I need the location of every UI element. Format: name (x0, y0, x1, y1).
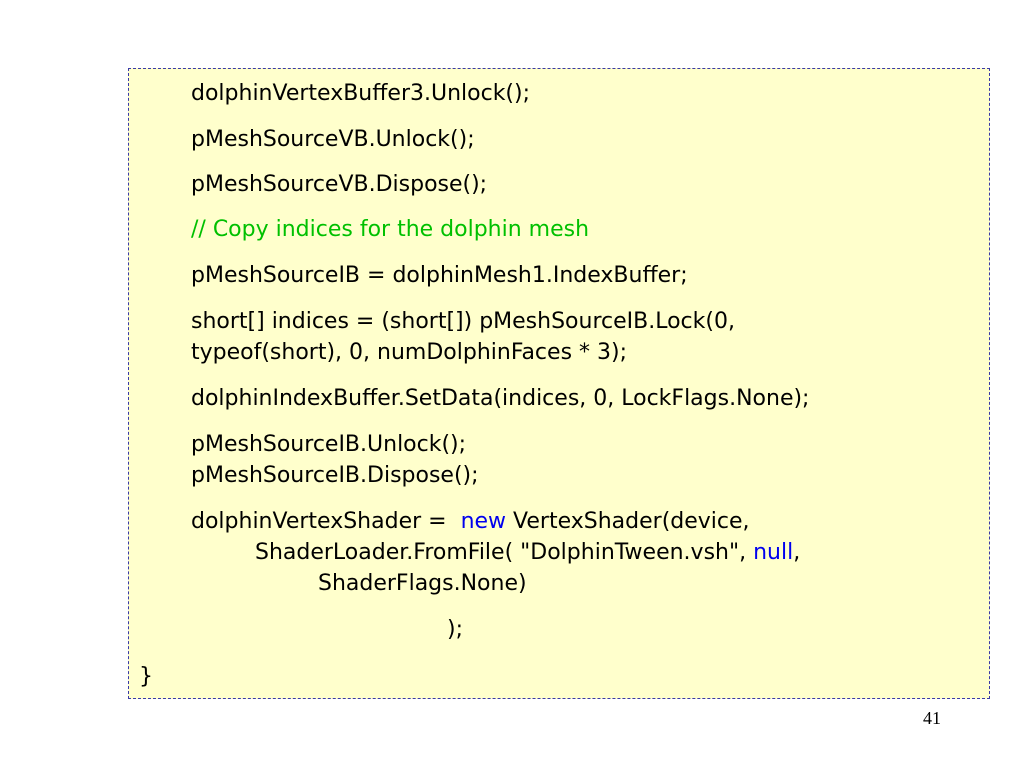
page-number: 41 (923, 708, 941, 728)
code-line: pMeshSourceIB.Dispose(); (191, 463, 479, 488)
code-line: pMeshSourceIB = dolphinMesh1.IndexBuffer… (191, 263, 688, 288)
code-line: dolphinIndexBuffer.SetData(indices, 0, L… (191, 386, 810, 411)
code-line: ShaderFlags.None) (318, 571, 527, 596)
code-text: ShaderLoader.FromFile( "DolphinTween.vsh… (255, 540, 754, 565)
code-line: short[] indices = (short[]) pMeshSourceI… (191, 309, 735, 334)
code-comment: // Copy indices for the dolphin mesh (191, 217, 590, 242)
code-line: pMeshSourceVB.Unlock(); (191, 127, 475, 152)
code-text: VertexShader(device, (506, 509, 750, 534)
code-line: pMeshSourceVB.Dispose(); (191, 172, 488, 197)
code-line: pMeshSourceIB.Unlock(); (191, 432, 467, 457)
code-block: dolphinVertexBuffer3.Unlock(); pMeshSour… (128, 68, 990, 699)
code-line: ); (447, 617, 463, 642)
code-line: typeof(short), 0, numDolphinFaces * 3); (191, 340, 628, 365)
code-line: dolphinVertexShader = new VertexShader(d… (191, 506, 750, 538)
closing-brace: } (139, 664, 153, 689)
code-line: ShaderLoader.FromFile( "DolphinTween.vsh… (255, 537, 800, 569)
keyword-new: new (460, 509, 507, 534)
code-line: dolphinVertexBuffer3.Unlock(); (191, 81, 531, 106)
keyword-null: null (753, 540, 794, 565)
code-text: dolphinVertexShader = (191, 509, 454, 534)
code-text: , (793, 540, 801, 565)
